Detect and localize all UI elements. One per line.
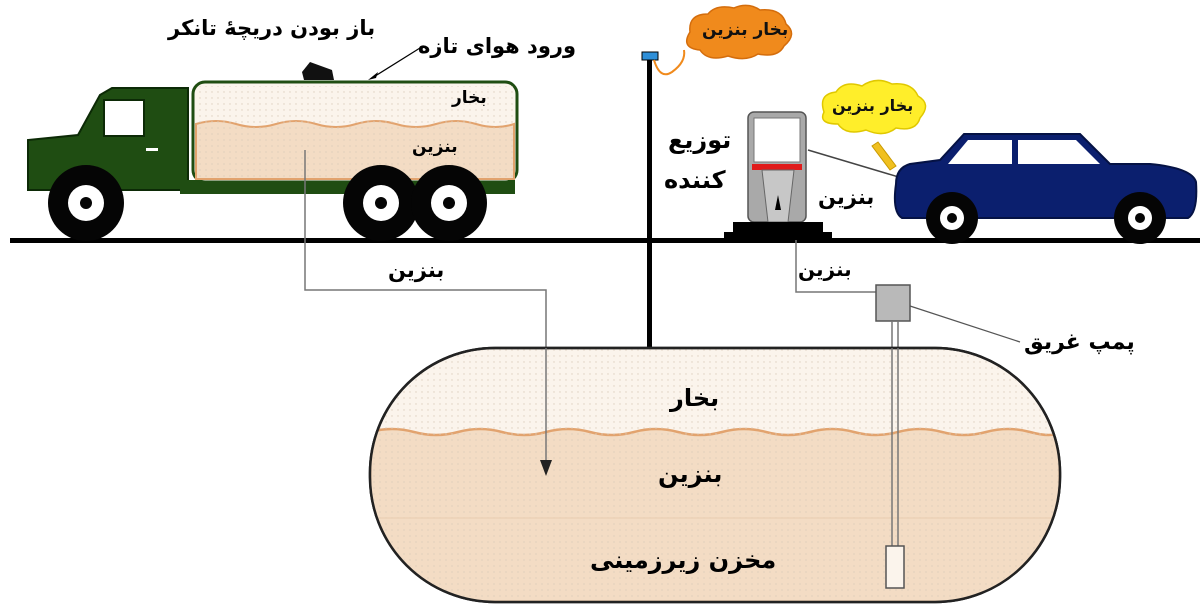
pump-label: پمپ غریق bbox=[1024, 330, 1135, 355]
car bbox=[893, 133, 1198, 244]
truck-cab-window bbox=[103, 99, 145, 137]
tank-gasoline-label: بنزین bbox=[658, 460, 723, 488]
dispenser-pipe-gasoline-label: بنزین bbox=[798, 257, 852, 281]
car-window bbox=[1018, 140, 1100, 164]
vent-pipe bbox=[647, 58, 652, 354]
transfer-gasoline-label: بنزین bbox=[388, 258, 445, 282]
car-window bbox=[948, 140, 1012, 164]
tanker-truck bbox=[27, 62, 519, 241]
ground-line bbox=[10, 238, 1200, 243]
tanker-vapor-label: بخار bbox=[452, 88, 487, 108]
car-vapor-cloud bbox=[821, 79, 927, 135]
fuel-dispenser bbox=[724, 111, 832, 240]
vent-vapor-cloud bbox=[685, 4, 793, 60]
tanker-open-hatch bbox=[302, 62, 334, 80]
truck-wheel bbox=[411, 165, 487, 241]
car-vapor-tail bbox=[871, 141, 897, 171]
car-gasoline-label: بنزین bbox=[818, 185, 875, 209]
truck-wheel bbox=[343, 165, 419, 241]
truck-wheel bbox=[48, 165, 124, 241]
fresh-air-pointer bbox=[371, 47, 421, 79]
tank-name-label: مخزن زیرزمینی bbox=[590, 546, 777, 574]
vent-vapor-tail bbox=[653, 49, 686, 76]
vent-vapor-cloud-label: بخار بنزین bbox=[702, 20, 789, 40]
dispenser-red-stripe bbox=[752, 164, 802, 170]
truck-door-handle bbox=[146, 148, 158, 151]
open-hatch-label: باز بودن دریچهٔ تانکر bbox=[168, 16, 376, 40]
pump-pointer bbox=[909, 305, 1021, 343]
vent-cap bbox=[641, 51, 659, 61]
dispenser-supply-pipe bbox=[795, 240, 876, 293]
car-vapor-cloud-label: بخار بنزین bbox=[832, 96, 914, 115]
dispenser-label-line1: توزیع bbox=[668, 126, 732, 154]
tanker-gasoline-label: بنزین bbox=[412, 137, 458, 157]
fresh-air-label: ورود هوای تازه bbox=[418, 34, 577, 58]
dispenser-label-line2: کننده bbox=[664, 166, 726, 194]
dispenser-hose bbox=[807, 149, 903, 179]
submersible-pump bbox=[875, 284, 911, 322]
car-wheel bbox=[926, 192, 978, 244]
car-wheel bbox=[1114, 192, 1166, 244]
tank-vapor-label: بخار bbox=[670, 384, 720, 412]
